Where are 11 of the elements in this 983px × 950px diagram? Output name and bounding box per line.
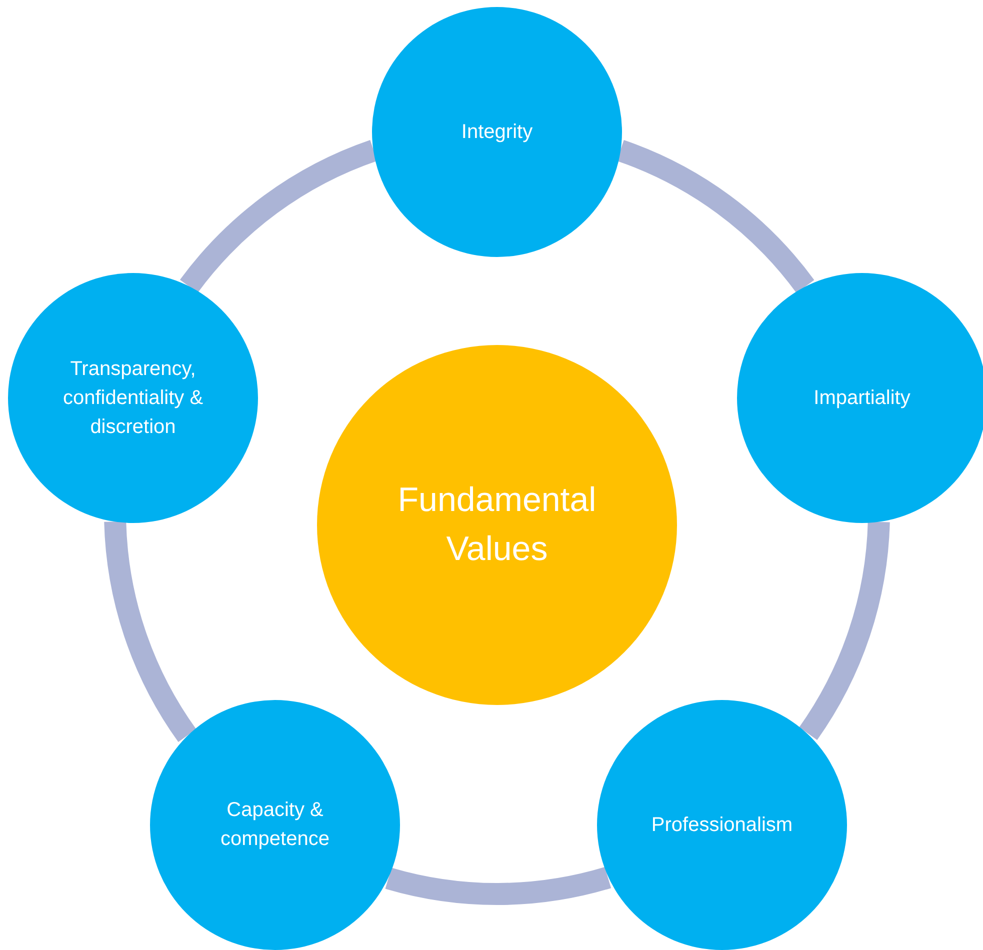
node-label: Capacity & competence [220, 798, 330, 852]
ring-connector [798, 521, 890, 740]
ring-connector [386, 866, 610, 904]
node-label: Impartiality [814, 386, 910, 410]
node-label: Transparency, confidentiality & discretion [62, 356, 204, 440]
node-label: Professionalism [651, 812, 793, 838]
ring-connector [616, 140, 814, 294]
node-label: Integrity [461, 120, 533, 144]
ring-connector [104, 520, 197, 742]
node-label: Fundamental Values [396, 480, 598, 570]
ring-connector [180, 140, 378, 294]
